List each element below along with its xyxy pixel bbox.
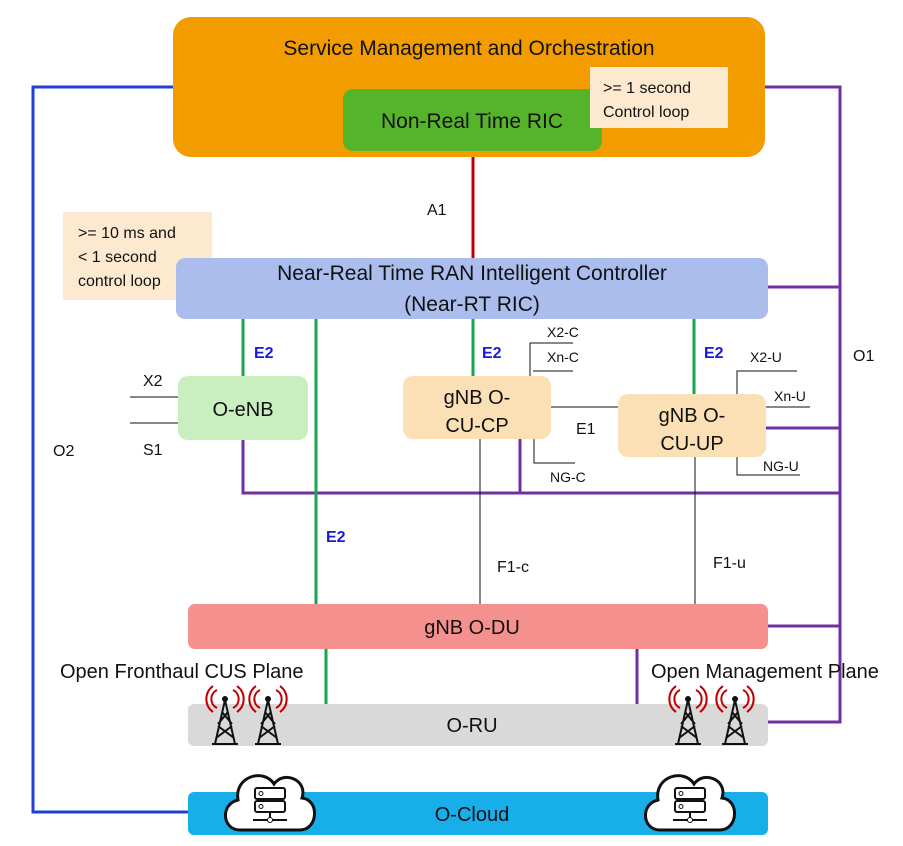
- near-rt-ric-line1: Near-Real Time RAN Intelligent Controlle…: [277, 262, 667, 285]
- ngu-label: NG-U: [763, 458, 799, 474]
- e2-label: E2: [326, 529, 346, 546]
- o2-label: O2: [53, 443, 74, 460]
- o-ru-box[interactable]: [188, 704, 768, 746]
- e2-label: E2: [254, 345, 274, 362]
- o-du-label: gNB O-DU: [424, 617, 520, 639]
- o1-lines: [241, 85, 842, 724]
- smo-note-line2: Control loop: [603, 104, 689, 121]
- ngc-label: NG-C: [550, 469, 586, 485]
- management-plane-label: Open Management Plane: [651, 661, 879, 683]
- smo-note: [590, 67, 728, 128]
- near-rt-note-line1: >= 10 ms and: [78, 225, 176, 242]
- f1u-label: F1-u: [713, 555, 746, 572]
- e2-label: E2: [704, 345, 724, 362]
- cu-cp-box[interactable]: [403, 376, 551, 439]
- xnu-label: Xn-U: [774, 388, 806, 404]
- s1-label: S1: [143, 442, 163, 459]
- near-rt-ric-box[interactable]: [176, 258, 768, 319]
- near-rt-note-line2: < 1 second: [78, 249, 157, 266]
- e2-label: E2: [482, 345, 502, 362]
- o-du-box[interactable]: [188, 604, 768, 649]
- o-enb-label: O-eNB: [212, 399, 273, 421]
- smo-note-line1: >= 1 second: [603, 80, 691, 97]
- a1-label: A1: [427, 202, 447, 219]
- cloud-server-icon: [643, 774, 737, 832]
- near-rt-ric-line2: (Near-RT RIC): [404, 293, 540, 316]
- x2u-label: X2-U: [750, 349, 782, 365]
- cu-up-line2: CU-UP: [660, 433, 723, 455]
- x2-label: X2: [143, 373, 163, 390]
- cu-up-box[interactable]: [618, 394, 766, 457]
- e1-label: E1: [576, 421, 596, 438]
- cu-cp-line1: gNB O-: [444, 387, 511, 409]
- e2-lines: [241, 319, 696, 704]
- o2-line: [31, 85, 188, 814]
- cu-up-line1: gNB O-: [659, 405, 726, 427]
- smo-title: Service Management and Orchestration: [283, 37, 654, 60]
- cloud-server-icon: [223, 774, 317, 832]
- cu-cp-line2: CU-CP: [445, 415, 508, 437]
- x2c-label: X2-C: [547, 324, 579, 340]
- non-rt-ric-label: Non-Real Time RIC: [381, 110, 563, 133]
- o1-label: O1: [853, 348, 874, 365]
- o-cloud-label: O-Cloud: [435, 804, 509, 826]
- non-rt-ric-box[interactable]: [343, 89, 602, 151]
- interface-lines: [130, 342, 810, 604]
- xnc-label: Xn-C: [547, 349, 579, 365]
- o-ru-label: O-RU: [446, 715, 497, 737]
- o-enb-box[interactable]: [178, 376, 308, 440]
- fronthaul-plane-label: Open Fronthaul CUS Plane: [60, 661, 303, 683]
- o-cloud-box[interactable]: [188, 792, 768, 835]
- f1c-label: F1-c: [497, 559, 529, 576]
- near-rt-note-line3: control loop: [78, 273, 161, 290]
